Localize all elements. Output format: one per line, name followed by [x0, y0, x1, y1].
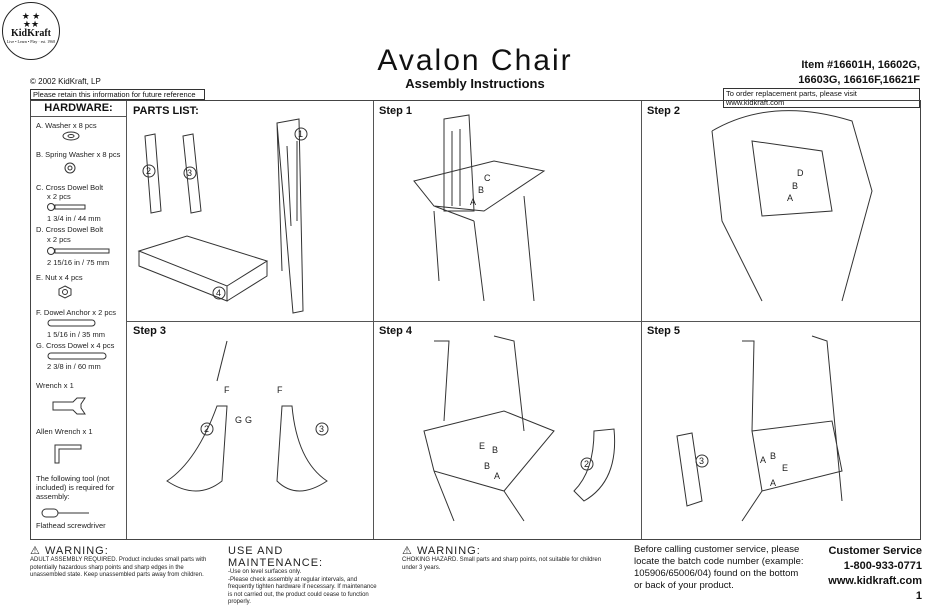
- copyright: © 2002 KidKraft, LP: [30, 77, 101, 86]
- spring-washer-icon: [64, 162, 76, 174]
- item-line-1: Item #16601H, 16602G,: [801, 59, 920, 71]
- hw-e: E. Nut x 4 pcs: [36, 273, 83, 282]
- hw-screwdriver: Flathead screwdriver: [36, 521, 106, 530]
- use-maintenance: USE AND MAINTENANCE: -Use on level surfa…: [228, 545, 378, 607]
- page-number: 1: [915, 590, 922, 602]
- svg-text:A: A: [470, 197, 476, 207]
- hw-wrench: Wrench x 1: [36, 381, 74, 390]
- svg-text:3: 3: [187, 168, 192, 178]
- step-4-title: Step 4: [379, 325, 413, 337]
- svg-text:2: 2: [584, 459, 589, 469]
- batch-code-note: Before calling customer service, please …: [634, 544, 804, 591]
- warning-text: ADULT ASSEMBLY REQUIRED. Product include…: [30, 557, 207, 578]
- parts-list-title: PARTS LIST:: [133, 105, 199, 117]
- choking-warning: ⚠ WARNING: CHOKING HAZARD. Small parts a…: [402, 545, 602, 572]
- step-1-illustration: CBA: [413, 114, 546, 302]
- hw-c: C. Cross Dowel Bolt: [36, 183, 104, 192]
- nut-icon: [58, 285, 72, 299]
- svg-text:3: 3: [319, 424, 324, 434]
- cs-title: Customer Service: [828, 545, 922, 557]
- svg-text:E: E: [479, 441, 485, 451]
- svg-text:F: F: [277, 385, 283, 395]
- parts-illustration: 2 3 1 4: [137, 118, 308, 314]
- svg-text:2: 2: [146, 166, 151, 176]
- step-1-title: Step 1: [379, 105, 413, 117]
- step-5-title: Step 5: [647, 325, 681, 337]
- use-title: USE AND MAINTENANCE:: [228, 545, 324, 569]
- screwdriver-icon: [41, 508, 89, 518]
- use-text-2: -Please check assembly at regular interv…: [228, 576, 377, 606]
- step-2-illustration: DBA: [711, 110, 873, 302]
- dowel-anchor-icon: [47, 319, 96, 327]
- svg-text:B: B: [492, 445, 498, 455]
- page-title: Avalon Chair: [377, 44, 573, 77]
- cs-website[interactable]: www.kidkraft.com: [828, 575, 922, 587]
- svg-text:A: A: [787, 193, 793, 203]
- svg-text:3: 3: [699, 456, 704, 466]
- svg-text:B: B: [478, 185, 484, 195]
- adult-assembly-warning: ⚠ WARNING: ADULT ASSEMBLY REQUIRED. Prod…: [30, 545, 210, 580]
- use-text-1: -Use on level surfaces only.: [228, 569, 302, 575]
- hw-a: A. Washer x 8 pcs: [36, 121, 97, 130]
- svg-text:B: B: [770, 451, 776, 461]
- page-subtitle: Assembly Instructions: [405, 76, 545, 91]
- svg-text:B: B: [484, 461, 490, 471]
- cross-dowel-icon: [47, 352, 107, 360]
- customer-service: Customer Service 1-800-933-0771 www.kidk…: [828, 544, 922, 604]
- svg-text:A: A: [760, 455, 766, 465]
- warning-title: WARNING:: [416, 545, 481, 557]
- svg-text:2: 2: [204, 424, 209, 434]
- instruction-grid: HARDWARE: A. Washer x 8 pcs B. Spring Wa…: [30, 100, 921, 540]
- allen-wrench-icon: [54, 444, 82, 464]
- hw-g-size: 2 3/8 in / 60 mm: [47, 362, 101, 371]
- svg-text:C: C: [484, 173, 491, 183]
- hw-f-size: 1 5/16 in / 35 mm: [47, 330, 105, 339]
- warning-text: CHOKING HAZARD. Small parts and sharp po…: [402, 557, 602, 571]
- kidkraft-logo: ★ ★★★ KidKraft Live • Learn • Play · est…: [2, 2, 60, 60]
- retain-notice: Please retain this information for futur…: [30, 89, 205, 100]
- hw-allen: Allen Wrench x 1: [36, 427, 93, 436]
- warning-triangle-icon: ⚠: [402, 545, 413, 557]
- item-line-2: 16603G, 16616F,16621F: [798, 74, 920, 86]
- svg-text:1: 1: [298, 129, 303, 139]
- washer-icon: [62, 131, 80, 141]
- wrench-icon: [52, 397, 86, 415]
- svg-text:A: A: [770, 478, 776, 488]
- hw-d-size: 2 15/16 in / 75 mm: [47, 258, 110, 267]
- svg-text:G: G: [235, 415, 242, 425]
- warning-title: WARNING:: [44, 545, 109, 557]
- item-numbers: Item #16601H, 16602G, 16603G, 16616F,1662…: [798, 58, 920, 88]
- step-2-title: Step 2: [647, 105, 681, 117]
- warning-triangle-icon: ⚠: [30, 545, 41, 557]
- bolt-short-icon: [47, 203, 86, 211]
- hw-g: G. Cross Dowel x 4 pcs: [36, 341, 115, 350]
- hw-b: B. Spring Washer x 8 pcs: [36, 150, 121, 159]
- svg-text:A: A: [494, 471, 500, 481]
- hw-c-qty: x 2 pcs: [47, 192, 71, 201]
- svg-text:D: D: [797, 168, 804, 178]
- svg-text:G: G: [245, 415, 252, 425]
- step-3-title: Step 3: [133, 325, 167, 337]
- hw-d: D. Cross Dowel Bolt: [36, 225, 104, 234]
- order-notice: To order replacement parts, please visit…: [723, 88, 920, 108]
- hw-f: F. Dowel Anchor x 2 pcs: [36, 308, 117, 317]
- svg-text:4: 4: [216, 288, 221, 298]
- bolt-long-icon: [47, 247, 110, 255]
- hw-c-size: 1 3/4 in / 44 mm: [47, 214, 101, 223]
- hardware-title: HARDWARE:: [31, 101, 126, 117]
- hw-tool-note: The following tool (not included) is req…: [36, 474, 115, 501]
- svg-text:E: E: [782, 463, 788, 473]
- svg-text:F: F: [224, 385, 230, 395]
- svg-text:B: B: [792, 181, 798, 191]
- cs-phone: 1-800-933-0771: [843, 560, 922, 572]
- hw-d-qty: x 2 pcs: [47, 235, 71, 244]
